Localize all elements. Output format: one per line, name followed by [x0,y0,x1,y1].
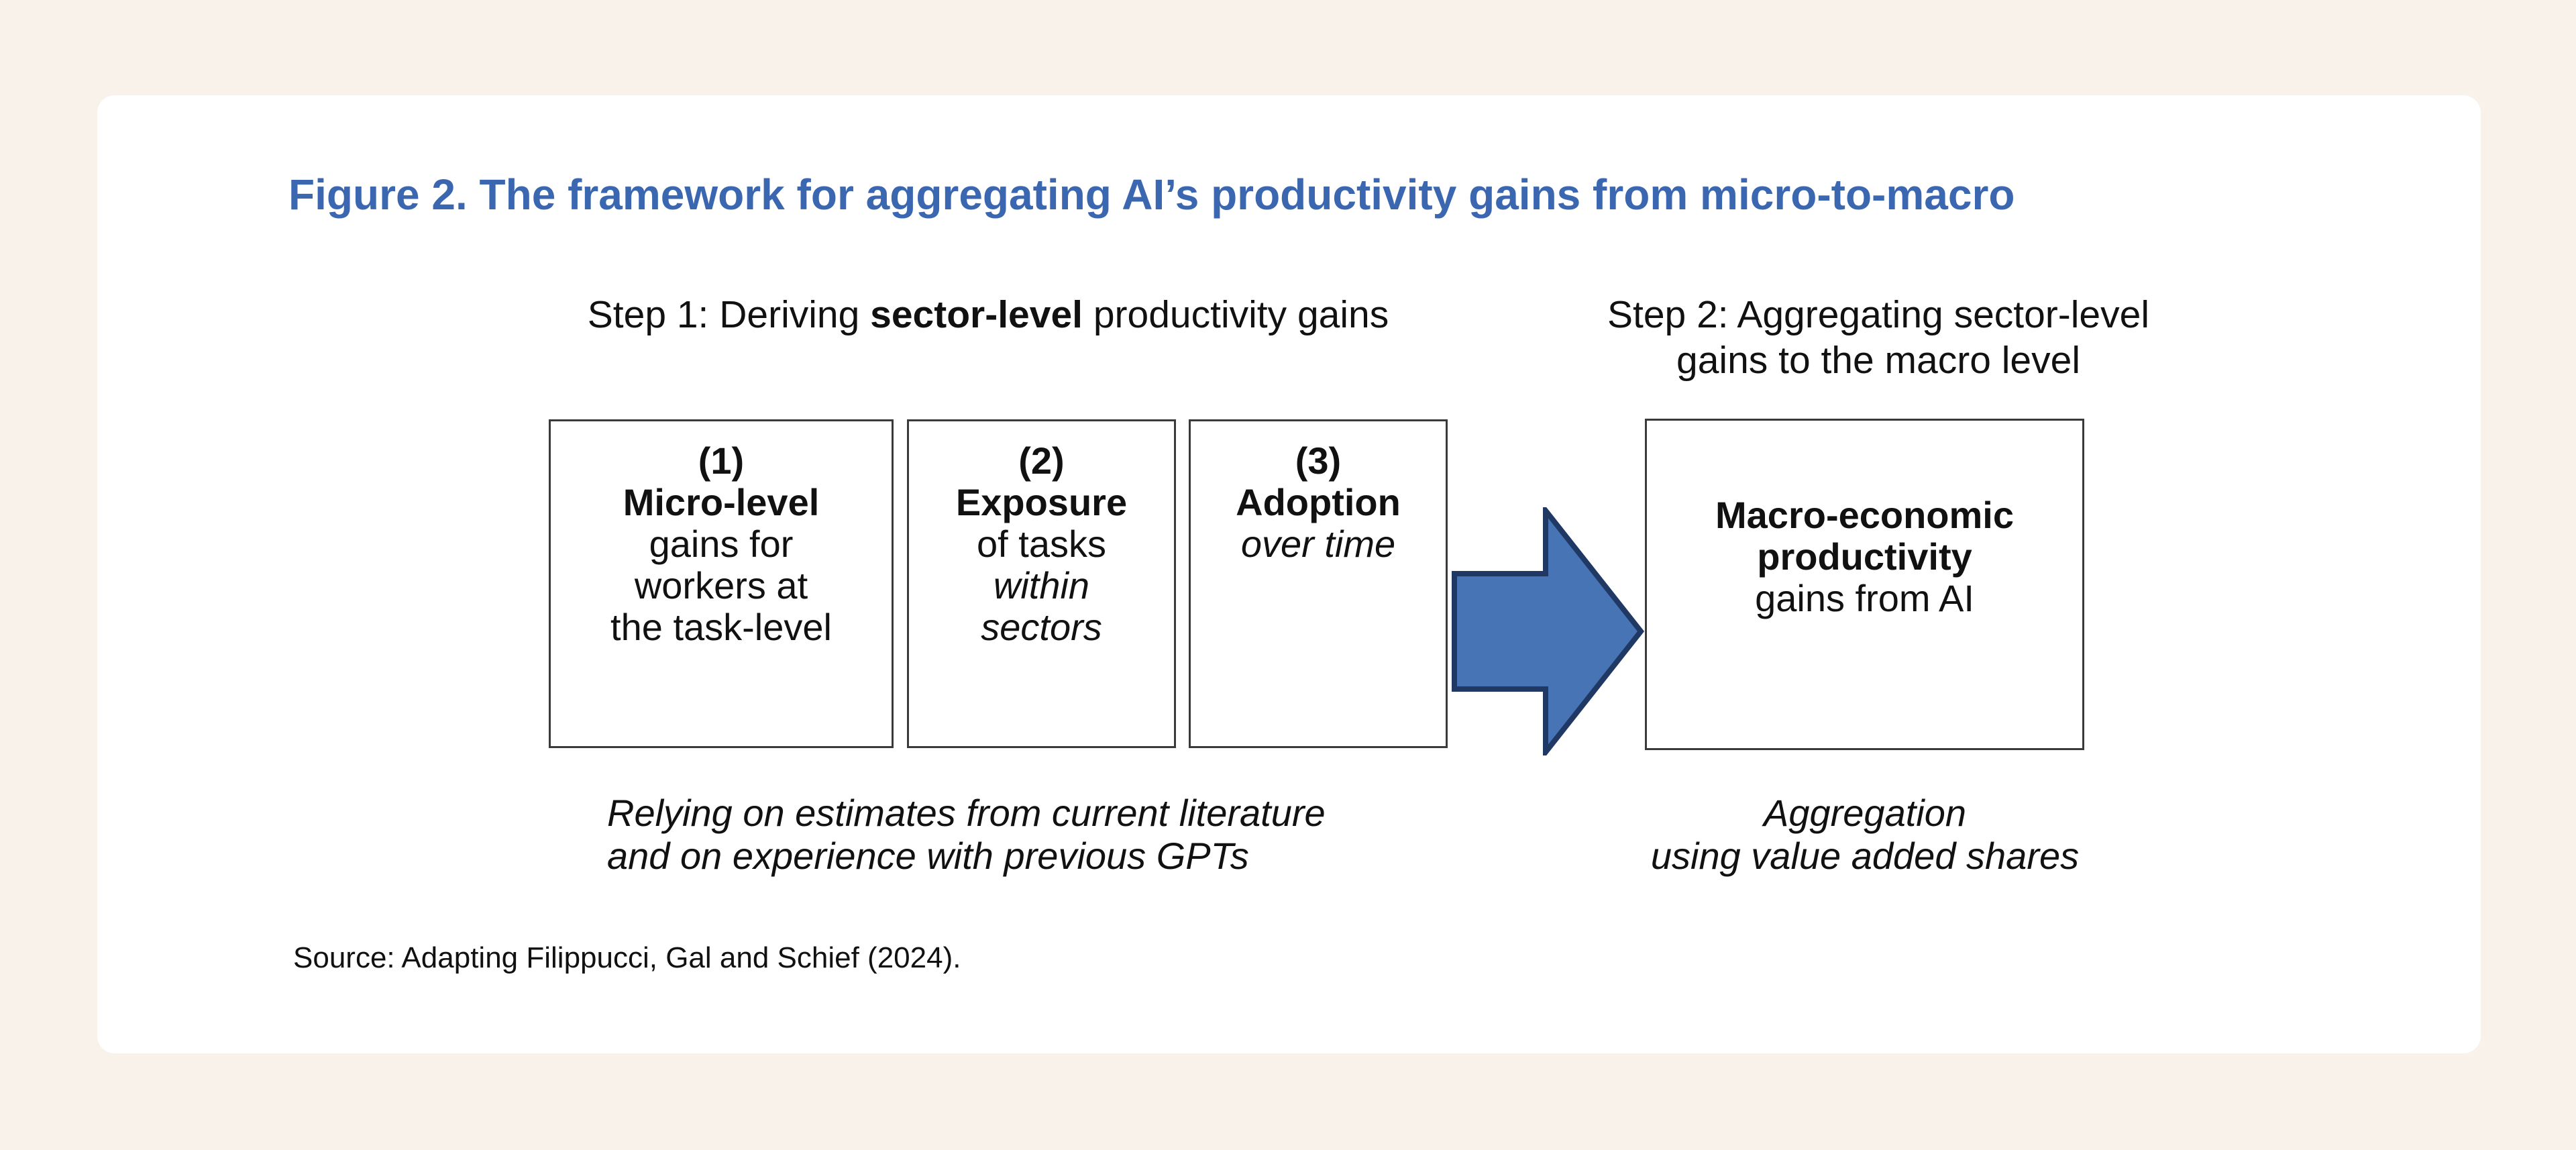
caption-step1-line2: and on experience with previous GPTs [607,835,1249,877]
box-adoption-line1: over time [1240,523,1396,565]
source-note: Source: Adapting Filippucci, Gal and Sch… [293,941,961,974]
step1-heading-prefix: Step 1: Deriving [587,293,871,336]
step1-heading-suffix: productivity gains [1083,293,1389,336]
caption-step2-line1: Aggregation [1763,792,1966,834]
caption-step2: Aggregation using value added shares [1610,792,2120,878]
box-macro-economic: Macro-economic productivity gains from A… [1645,419,2084,750]
caption-step2-line2: using value added shares [1650,835,2080,877]
right-arrow-icon [1452,507,1645,755]
box-macro-line: gains from AI [1755,577,1974,619]
box-macro-title-line2: productivity [1757,535,1972,578]
step2-heading: Step 2: Aggregating sector-level gains t… [1583,292,2174,383]
box-exposure-line3: sectors [981,606,1102,648]
box-adoption: (3) Adoption over time [1189,419,1448,748]
step2-heading-line1: Step 2: Aggregating sector-level [1607,293,2149,336]
step1-heading: Step 1: Deriving sector-level productivi… [539,292,1438,337]
figure-title: Figure 2. The framework for aggregating … [288,170,2015,219]
box-micro-level-line2: workers at [634,564,808,607]
step2-heading-line2: gains to the macro level [1676,339,2080,382]
box-micro-level-number: (1) [698,439,745,482]
right-arrow-shape [1452,507,1645,755]
box-macro-title-line1: Macro-economic [1715,494,2014,536]
box-micro-level: (1) Micro-level gains for workers at the… [549,419,894,748]
box-exposure-line2: within [993,564,1090,607]
box-adoption-title: Adoption [1236,481,1401,523]
box-exposure-number: (2) [1018,439,1065,482]
box-adoption-number: (3) [1295,439,1342,482]
box-micro-level-title: Micro-level [623,481,820,523]
box-exposure-title: Exposure [955,481,1128,523]
box-micro-level-line1: gains for [649,523,794,565]
caption-step1: Relying on estimates from current litera… [607,792,1326,878]
step1-heading-bold: sector-level [870,293,1083,336]
box-exposure-line1: of tasks [977,523,1106,565]
box-micro-level-line3: the task-level [610,606,832,648]
caption-step1-line1: Relying on estimates from current litera… [607,792,1326,834]
box-exposure: (2) Exposure of tasks within sectors [907,419,1176,748]
